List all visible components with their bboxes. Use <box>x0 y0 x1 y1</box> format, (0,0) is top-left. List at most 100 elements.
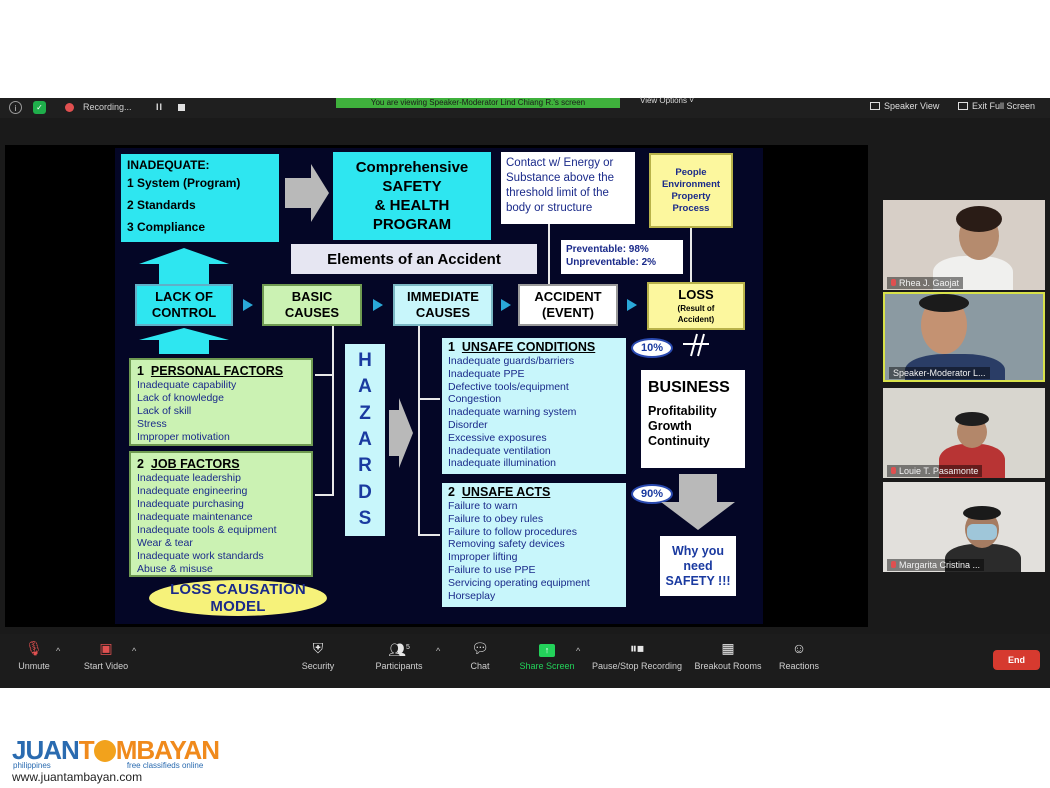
job-factors-num: 2 <box>137 457 144 471</box>
job-factor-item: Inadequate purchasing <box>137 498 244 510</box>
business-item: Growth <box>648 419 692 433</box>
people-env-line: People <box>675 166 707 178</box>
participant-video <box>963 506 1001 520</box>
participant-video <box>955 412 989 426</box>
basic-causes-line: CAUSES <box>284 305 340 320</box>
accident-event-box: ACCIDENT (EVENT) <box>518 284 618 326</box>
video-options-caret[interactable]: ^ <box>132 646 137 656</box>
inadequate-item: 2 Standards <box>127 198 196 212</box>
unsafe-condition-item: Inadequate guards/barriers <box>448 355 575 367</box>
participant-name: Speaker-Moderator L... <box>889 367 990 379</box>
chat-button[interactable]: 💬︎ Chat <box>462 640 498 671</box>
end-meeting-button[interactable]: End <box>993 650 1040 670</box>
participant-tile[interactable]: Rhea J. Gaojat <box>883 200 1045 290</box>
reactions-button[interactable]: ☺︎ Reactions <box>776 640 822 671</box>
participant-name: Rhea J. Gaojat <box>887 277 964 289</box>
unsafe-conditions-box: 1 UNSAFE CONDITIONS Inadequate guards/ba… <box>442 338 626 474</box>
reactions-label: Reactions <box>778 661 820 671</box>
hazards-letter: S <box>358 507 372 529</box>
share-screen-icon: ↑ <box>518 640 576 657</box>
stop-recording-icon[interactable] <box>178 104 185 111</box>
security-button[interactable]: ⛨ Security <box>296 640 340 671</box>
inadequate-title: INADEQUATE: <box>127 158 210 172</box>
personal-factor-item: Lack of knowledge <box>137 392 224 404</box>
participant-tile-active-speaker[interactable]: Speaker-Moderator L... <box>883 292 1045 382</box>
info-icon[interactable]: i <box>9 101 22 114</box>
share-options-caret[interactable]: ^ <box>576 646 581 656</box>
flow-arrow <box>243 299 253 311</box>
people-env-line: Property <box>671 190 711 202</box>
participant-tile[interactable]: Louie T. Pasamonte <box>883 388 1045 478</box>
audio-options-caret[interactable]: ^ <box>56 646 61 656</box>
cyan-up-arrow <box>139 248 229 286</box>
immediate-causes-connector <box>418 326 420 536</box>
program-line: Comprehensive <box>355 159 469 176</box>
unpreventable-text: Unpreventable: 2% <box>566 257 657 268</box>
inadequate-item: 3 Compliance <box>127 220 206 234</box>
unsafe-acts-title: UNSAFE ACTS <box>461 485 551 499</box>
contact-energy-box: Contact w/ Energy or Substance above the… <box>501 152 635 224</box>
meeting-top-bar: i ✓ Recording... II You are viewing Spea… <box>0 96 1050 118</box>
participant-name: Louie T. Pasamonte <box>887 465 983 477</box>
connector-branch <box>418 398 440 400</box>
encryption-shield-icon[interactable]: ✓ <box>33 101 46 114</box>
business-box: BUSINESS Profitability Growth Continuity <box>641 370 745 468</box>
business-item: Profitability <box>648 404 717 418</box>
unsafe-act-item: Improper lifting <box>448 551 518 564</box>
viewing-screen-banner: You are viewing Speaker-Moderator Lind C… <box>336 98 620 108</box>
basic-causes-box: BASIC CAUSES <box>262 284 362 326</box>
participant-video <box>956 206 1002 232</box>
unsafe-condition-item: Congestion <box>448 393 502 406</box>
ten-percent-oval: 10% <box>631 338 673 358</box>
immediate-causes-box: IMMEDIATE CAUSES <box>393 284 493 326</box>
job-factor-item: Inadequate work standards <box>137 550 264 562</box>
unsafe-condition-item: Defective tools/equipment <box>448 380 569 393</box>
speaker-view-button[interactable]: Speaker View <box>870 101 939 111</box>
breakout-rooms-label: Breakout Rooms <box>694 661 762 671</box>
share-screen-button[interactable]: ↑ Share Screen <box>518 640 576 671</box>
pause-recording-icon[interactable]: II <box>156 102 164 112</box>
flow-arrow <box>373 299 383 311</box>
muted-mic-icon <box>891 279 896 286</box>
breakout-rooms-button[interactable]: ▦ Breakout Rooms <box>694 640 762 671</box>
participant-name-text: Rhea J. Gaojat <box>899 278 960 288</box>
unsafe-acts-heading: 2 UNSAFE ACTS <box>448 485 620 500</box>
program-line: SAFETY <box>382 178 442 195</box>
participant-tile[interactable]: Margarita Cristina ... <box>883 482 1045 572</box>
participant-name: Margarita Cristina ... <box>887 559 985 571</box>
unsafe-acts-num: 2 <box>448 485 455 499</box>
participants-icon: 👥︎5 <box>388 641 410 658</box>
hazards-letter: D <box>358 481 372 503</box>
start-video-button[interactable]: ▣ Start Video <box>80 640 132 671</box>
business-title: BUSINESS <box>648 379 730 396</box>
watermark-right-tag: free classifieds online <box>126 761 204 770</box>
participant-video <box>919 294 969 312</box>
participant-name-text: Margarita Cristina ... <box>899 560 981 570</box>
pause-stop-recording-button[interactable]: ⏸︎⏹︎ Pause/Stop Recording <box>590 640 684 671</box>
unmute-button[interactable]: 🎙︎ Unmute <box>14 640 54 671</box>
loss-box: LOSS (Result of Accident) <box>647 282 745 330</box>
inadequate-box: INADEQUATE: 1 System (Program) 2 Standar… <box>121 154 279 242</box>
pause-stop-icon: ⏸︎⏹︎ <box>630 640 644 656</box>
personal-factor-item: Improper motivation <box>137 431 230 443</box>
personal-factor-item: Lack of skill <box>137 405 192 417</box>
people-connector-line <box>690 228 692 286</box>
job-factors-heading: 2 JOB FACTORS <box>137 456 305 472</box>
unsafe-acts-box: 2 UNSAFE ACTS Failure to warn Failure to… <box>442 483 626 607</box>
breakout-grid-icon: ▦ <box>721 640 735 656</box>
unsafe-conditions-title: UNSAFE CONDITIONS <box>461 340 596 354</box>
start-video-label: Start Video <box>83 661 129 671</box>
watermark-url: www.juantambayan.com <box>12 770 143 784</box>
view-options-menu[interactable]: View Options ˅ <box>640 96 694 105</box>
grey-right-arrow <box>389 398 413 468</box>
why-line: need <box>683 558 713 573</box>
participants-button[interactable]: 👥︎5 Participants <box>372 640 426 671</box>
meeting-toolbar: 🎙︎ Unmute ^ ▣ Start Video ^ ⛨ Security 👥… <box>0 634 1050 688</box>
connector-branch <box>315 374 333 376</box>
watermark-left-tag: philippines <box>13 761 51 770</box>
participants-options-caret[interactable]: ^ <box>436 646 441 656</box>
exit-full-screen-button[interactable]: Exit Full Screen <box>958 101 1035 111</box>
why-line: SAFETY !!! <box>665 573 731 588</box>
hazards-letter: A <box>358 428 372 450</box>
zoom-window: i ✓ Recording... II You are viewing Spea… <box>0 96 1050 688</box>
